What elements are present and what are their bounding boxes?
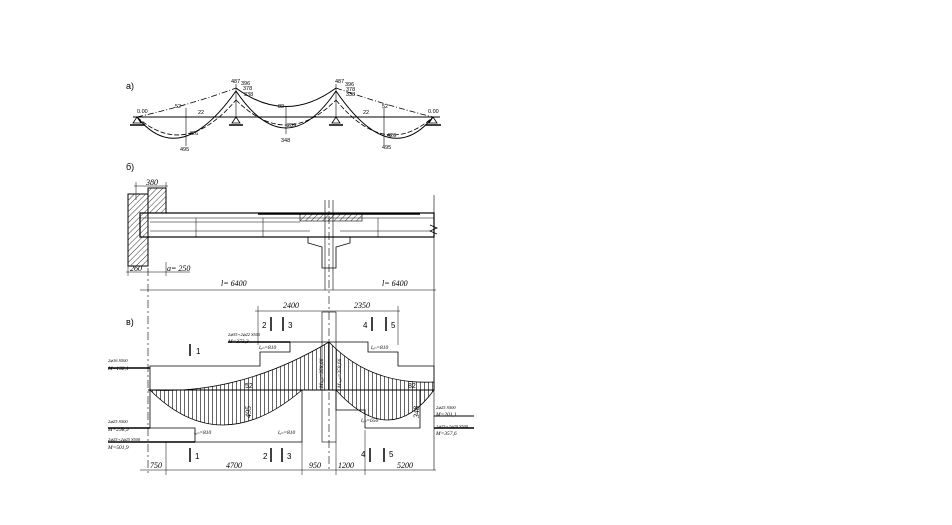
label-pos-l2: 495 — [180, 147, 189, 153]
support-mid-left — [229, 116, 243, 126]
label-support-left: 0.00 — [137, 109, 148, 115]
label-pos-r2: 495 — [382, 145, 391, 151]
positive-material-right — [335, 390, 421, 429]
lan-top-left: lₐₙ=810 — [259, 345, 277, 351]
section-5-bot: 5 — [389, 450, 394, 459]
dim-1200: 1200 — [338, 461, 354, 470]
label-sup-r1: 487 — [335, 79, 344, 85]
positive-moment-left — [149, 389, 304, 426]
section-4-top: 4 — [363, 321, 368, 330]
panel-b-label: б) — [126, 162, 134, 172]
ann-top-rebar: 2⌀35+2⌀22 S500 — [228, 332, 261, 337]
ann-bot-rebar2: 2⌀25+2⌀25 S500 — [108, 437, 141, 442]
ann-right-rebar1: 2⌀25 S500 — [436, 405, 456, 410]
dim-750: 750 — [150, 461, 162, 470]
label-sup-r2: 396 — [345, 82, 354, 88]
ann-right-rebar2: 2⌀25+2⌀20 S500 — [436, 424, 469, 429]
envelope-pos-span1 — [136, 90, 237, 139]
dim-380: 380 — [145, 178, 158, 187]
label-pos-m1: 289 — [287, 123, 296, 129]
support-mid-right — [329, 116, 343, 126]
section-marks-bottom: 1 2 3 4 5 — [189, 448, 394, 462]
ann-left-rebar: 2⌀16 S500 — [108, 358, 128, 363]
label-sup-l1: 487 — [231, 79, 240, 85]
positive-material-left — [149, 390, 303, 443]
ann-left-m: M=132,1 — [107, 366, 129, 372]
section-3-bot: 3 — [287, 452, 292, 461]
panel-v-material-diagram: в) 2400 2350 1 2 — [107, 301, 474, 475]
label-neg-r2: 22 — [363, 110, 369, 116]
dim-5200: 5200 — [397, 461, 413, 470]
section-1-top: 1 — [196, 347, 201, 356]
beam-body — [139, 212, 435, 238]
m-sup-left: Mₛᵤₚ=358,66 — [319, 358, 325, 389]
ann-bot-m2: M=501,9 — [107, 445, 129, 451]
label-sup-l2: 396 — [241, 81, 250, 87]
positive-moment-right — [335, 389, 435, 421]
panel-a-label: а) — [126, 81, 134, 91]
dim-a: a= 250 — [167, 264, 190, 273]
val-52: 52 — [245, 383, 253, 390]
label-neg-l2: 22 — [198, 110, 204, 116]
label-support-right: 0.00 — [428, 109, 439, 115]
wall-top — [147, 187, 167, 214]
label-sup-l3: 378 — [243, 86, 252, 92]
panel-a-moment-envelope: а) — [126, 79, 441, 153]
section-2-top: 2 — [262, 321, 267, 330]
lan-top-right: lₐₙ=810 — [371, 345, 389, 351]
label-sup-r3: 378 — [346, 87, 355, 93]
panel-b-beam-section: б) 380 260 a= 250 l= 640 — [126, 162, 439, 475]
label-neg-mid: 82 — [278, 104, 284, 110]
dim-950: 950 — [309, 461, 321, 470]
lan-bot-1: lₐₙ=810 — [194, 430, 212, 436]
m-sup-right: Mₛᵤₚ=358,66 — [337, 358, 343, 389]
label-neg-l1: 52 — [175, 104, 181, 110]
envelope-neg-span1 — [136, 87, 237, 118]
ann-right-m2: M=357,6 — [435, 431, 457, 437]
envelope-neg-span3 — [335, 87, 434, 118]
dim-span-right: l= 6400 — [382, 279, 408, 288]
section-3-top: 3 — [288, 321, 293, 330]
val-348: 348 — [412, 406, 421, 419]
ann-right-m1: M=201,1 — [435, 412, 457, 418]
label-neg-r1: 52 — [382, 104, 388, 110]
section-1-bot: 1 — [195, 452, 200, 461]
label-pos-r1: 426 — [387, 133, 396, 139]
label-sup-r4: 338 — [346, 92, 355, 98]
dim-260: 260 — [130, 264, 142, 273]
panel-v-label: в) — [126, 317, 134, 327]
label-sup-l4: 338 — [244, 92, 253, 98]
lan-bot-2: lₐₙ=810 — [278, 430, 296, 436]
dim-span-left: l= 6400 — [221, 279, 247, 288]
label-pos-l1: 426 — [189, 131, 198, 137]
ann-bot-rebar1: 2⌀25 S500 — [108, 419, 128, 424]
lan-bot-3: lₐₙ=650 — [361, 418, 379, 424]
section-marks-top: 1 2 3 4 5 — [189, 317, 396, 356]
ann-top-m: M=373,3 — [227, 339, 249, 345]
negative-moment-right — [328, 341, 435, 391]
ann-bot-m1: M=298,9 — [107, 427, 129, 433]
label-pos-m2: 348 — [281, 138, 290, 144]
envelope-pos-span3-b — [335, 99, 434, 136]
val-495: 495 — [244, 406, 253, 418]
dim-2350: 2350 — [354, 301, 370, 310]
envelope-neg-span2 — [235, 87, 337, 107]
wall-support — [127, 193, 149, 267]
section-2-bot: 2 — [263, 452, 268, 461]
envelope-pos-span3 — [335, 90, 434, 139]
dim-2400: 2400 — [283, 301, 299, 310]
dim-4700: 4700 — [226, 461, 242, 470]
column-cap — [299, 212, 363, 222]
val-82: 82 — [408, 383, 416, 390]
section-4-bot: 4 — [361, 450, 366, 459]
section-5-top: 5 — [391, 321, 396, 330]
